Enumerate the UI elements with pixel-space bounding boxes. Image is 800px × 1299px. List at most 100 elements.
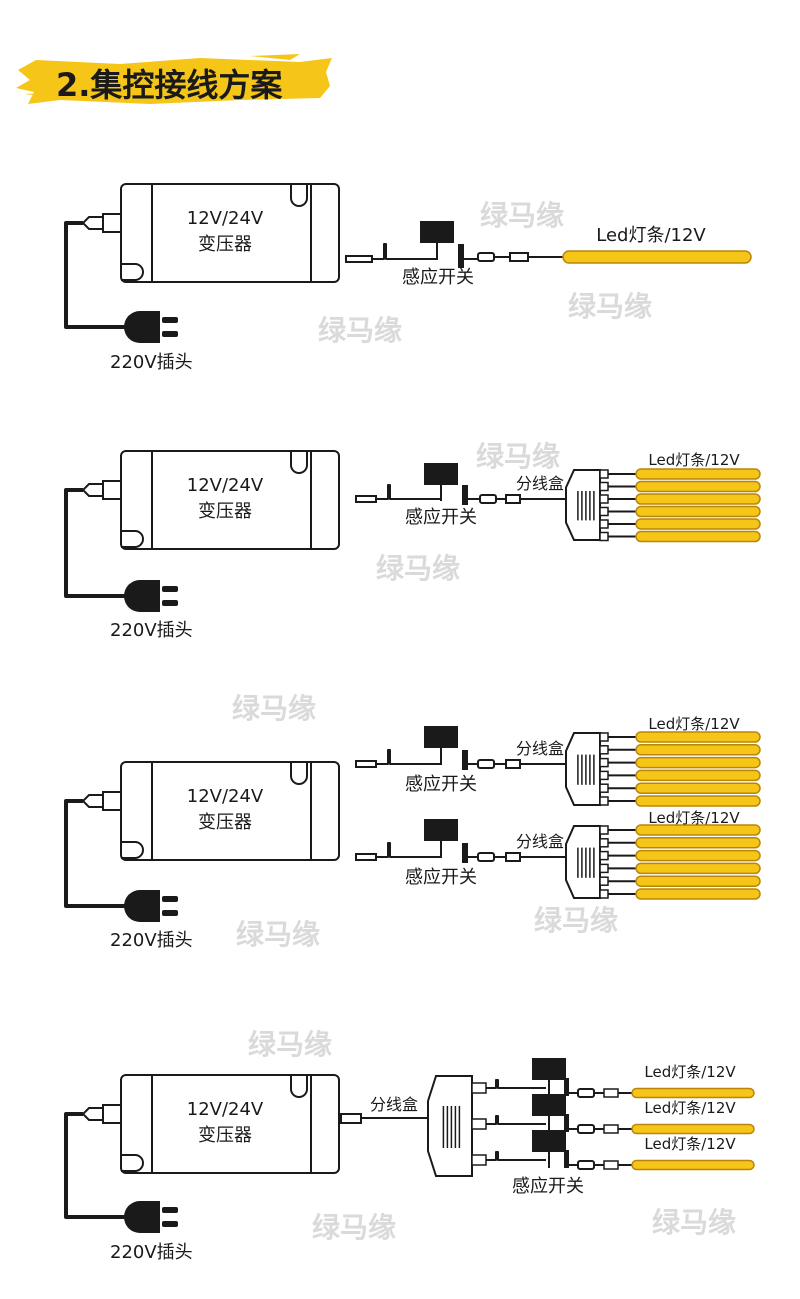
plug-body	[124, 890, 160, 922]
wire	[486, 1151, 546, 1161]
led-strip	[635, 795, 761, 807]
transformer-voltage-label: 12V/24V	[187, 208, 264, 229]
splitter-port	[599, 519, 609, 529]
watermark-text: 绿马缘	[652, 1206, 736, 1239]
strip-input-connector	[509, 252, 529, 262]
wire	[372, 243, 438, 260]
led-strip	[635, 837, 761, 849]
connector	[477, 759, 498, 769]
splitter-housing	[565, 825, 601, 899]
splitter-box	[427, 1075, 473, 1177]
led-strip-label: Led灯条/12V	[644, 1063, 736, 1081]
splitter-port	[599, 732, 609, 742]
splitter-port	[471, 1082, 487, 1094]
strip-input-connector	[603, 1160, 619, 1170]
plug-label: 220V插头	[110, 352, 193, 373]
splitter-port	[599, 745, 609, 755]
led-strip	[635, 862, 761, 875]
sensor-head	[420, 221, 454, 243]
sensor-switch	[532, 1130, 566, 1168]
sensor-module	[564, 1114, 569, 1132]
cable-strain-relief	[81, 483, 104, 497]
sensor-module	[462, 750, 468, 770]
sensor-label: 感应开关	[402, 267, 474, 288]
sensor-head	[424, 819, 458, 841]
splitter-housing	[565, 469, 601, 541]
mount-slot-bottom	[121, 1154, 144, 1172]
splitter-label: 分线盒	[516, 474, 564, 493]
power-cable	[64, 488, 140, 598]
mount-slot-top	[290, 762, 308, 785]
led-strip	[635, 493, 761, 505]
watermark-text: 绿马缘	[376, 552, 460, 585]
splitter-housing	[427, 1075, 473, 1177]
led-strip	[635, 888, 761, 900]
splitter-port	[599, 783, 609, 793]
plug-pin-top	[162, 317, 178, 323]
sensor-switch	[420, 221, 454, 259]
wire	[376, 842, 442, 858]
transformer-voltage-label: 12V/24V	[187, 786, 264, 807]
power-plug	[124, 1201, 178, 1233]
connector	[577, 1124, 598, 1134]
watermark-text: 绿马缘	[236, 918, 320, 951]
wire	[486, 1115, 546, 1125]
splitter-port	[599, 531, 609, 542]
watermark-text: 绿马缘	[534, 904, 618, 937]
connector-plug	[577, 1088, 595, 1098]
led-strip-label: Led灯条/12V	[644, 1135, 736, 1153]
splitter-port	[471, 1118, 487, 1130]
splitter-port	[599, 757, 609, 768]
plug-label: 220V插头	[110, 1242, 193, 1263]
cable-strain-relief	[81, 794, 104, 808]
connector	[477, 852, 498, 862]
splitter-port	[599, 876, 609, 886]
plug-label: 220V插头	[110, 930, 193, 951]
led-strip	[635, 824, 761, 836]
mount-slot-bottom	[121, 530, 144, 548]
sensor-label: 感应开关	[405, 774, 477, 795]
connector-plug	[477, 852, 495, 862]
led-strip	[635, 744, 761, 756]
input-connector	[345, 255, 373, 263]
transformer-name-label: 变压器	[198, 501, 252, 522]
plug-pin-bottom	[162, 1221, 178, 1227]
connector-plug	[577, 1124, 595, 1134]
splitter-label: 分线盒	[370, 1095, 418, 1114]
cable-gland	[102, 480, 122, 500]
plug-pin-top	[162, 896, 178, 902]
plug-pin-bottom	[162, 331, 178, 337]
connector	[479, 494, 500, 504]
power-cable	[64, 221, 140, 329]
diagram-two-sensors-two-splitters: 12V/24V变压器220V插头感应开关分线盒Led灯条/12V感应开关分线盒L…	[64, 715, 761, 951]
led-strip-label: Led灯条/12V	[596, 225, 706, 246]
input-connector	[355, 495, 377, 503]
led-strip	[631, 1159, 755, 1171]
splitter-port	[471, 1154, 487, 1166]
splitter-port	[599, 889, 609, 899]
plug-body	[124, 580, 160, 612]
splitter-input-connector	[505, 494, 521, 504]
watermark-text: 绿马缘	[312, 1211, 396, 1244]
splitter-port	[599, 850, 609, 861]
cable-gland	[102, 791, 122, 811]
led-strip	[635, 505, 761, 518]
watermark-text: 绿马缘	[476, 440, 560, 473]
cable-gland	[102, 213, 122, 233]
sensor-label: 感应开关	[405, 507, 477, 528]
mount-slot-top	[290, 184, 308, 207]
watermark-text: 绿马缘	[318, 314, 402, 347]
plug-label: 220V插头	[110, 620, 193, 641]
sensor-head	[424, 726, 458, 748]
watermark-text: 绿马缘	[480, 199, 564, 232]
led-strip	[562, 250, 752, 264]
mount-slot-top	[290, 1075, 308, 1098]
sensor-switch	[532, 1058, 566, 1096]
strip-input-connector	[603, 1088, 619, 1098]
transformer-voltage-label: 12V/24V	[187, 1099, 264, 1120]
diagram-splitter-three-sensors: 12V/24V变压器220V插头分线盒Led灯条/12VLed灯条/12VLed…	[64, 1058, 755, 1263]
wire	[376, 749, 442, 765]
